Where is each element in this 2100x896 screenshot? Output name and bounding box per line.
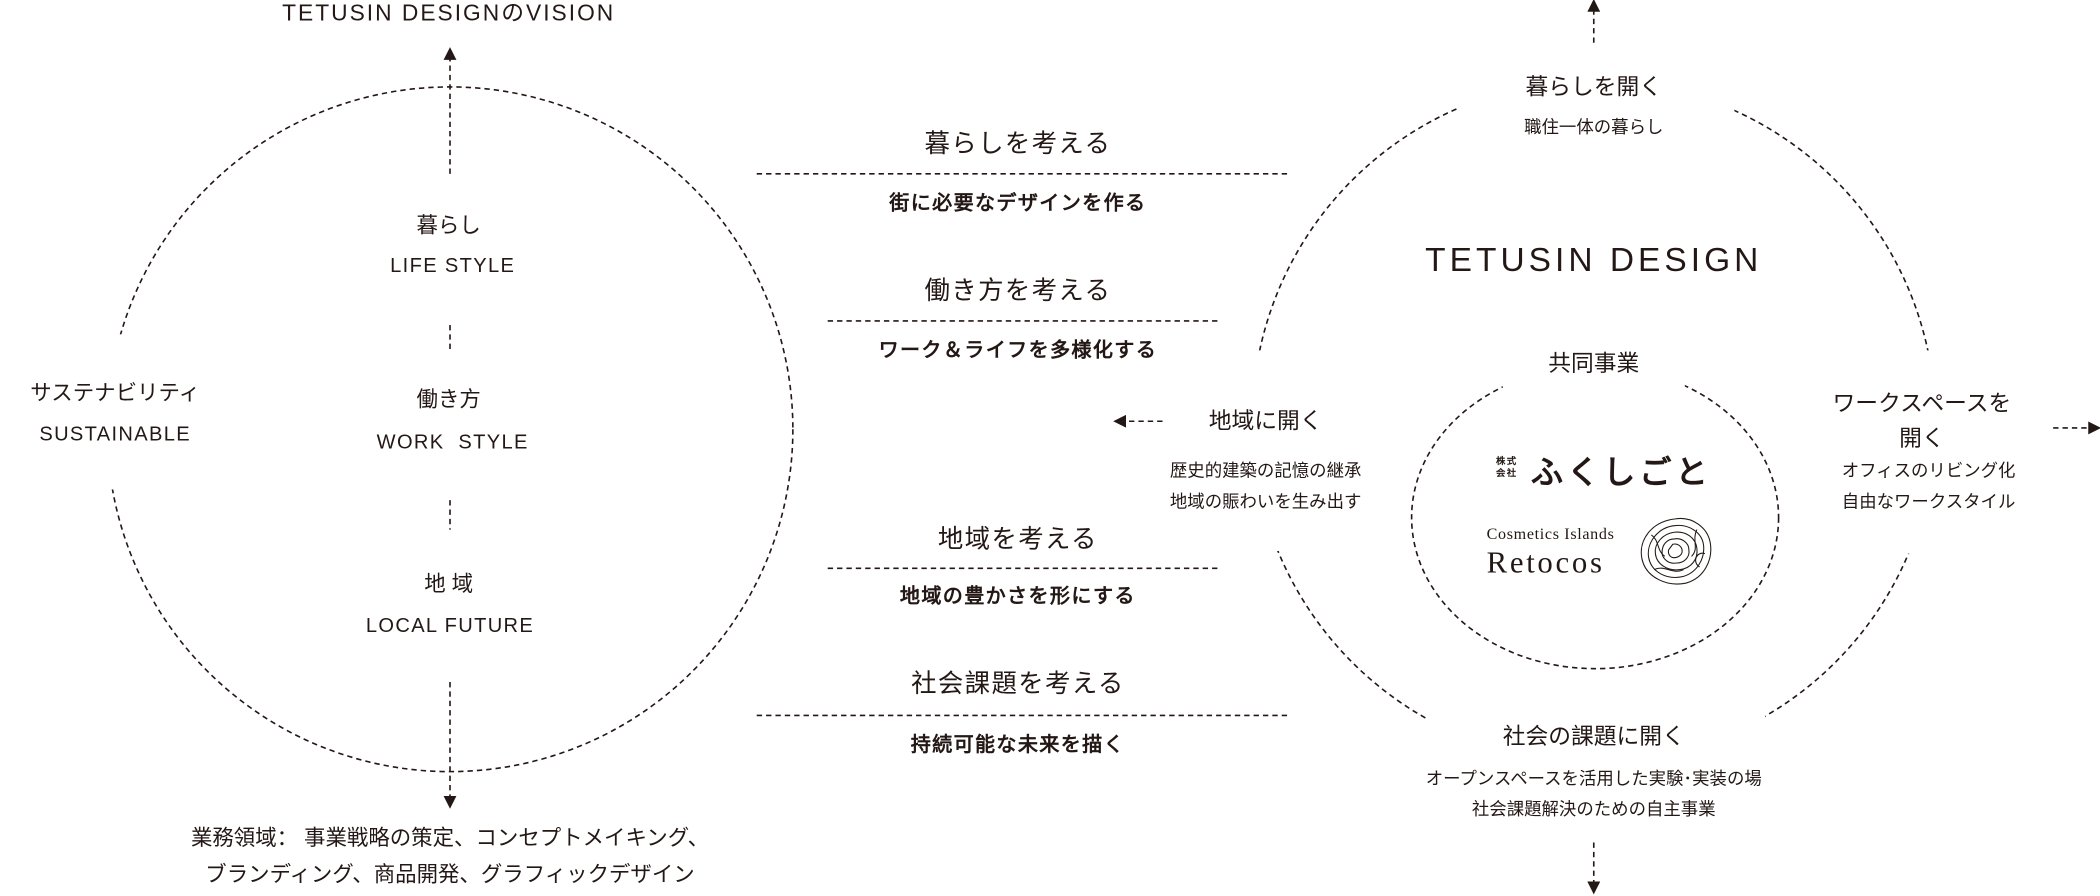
open-work-heading2: 開く <box>1899 425 1945 452</box>
retocos-name: Retocos <box>1486 545 1605 580</box>
life-label-jp: 暮らし <box>416 215 481 239</box>
open-local-sub2: 地域の賑わいを生み出す <box>1169 491 1362 512</box>
theme-heading: 地域を考える <box>937 526 1098 555</box>
fukushigoto-logo: 株式 会社 ふくしごと <box>1496 445 1712 492</box>
local-label-en: LOCAL FUTURE <box>365 614 535 638</box>
joint-label: 共同事業 <box>1548 351 1640 377</box>
joint-circle <box>1410 365 1780 670</box>
open-life-heading: 暮らしを開く <box>1525 74 1663 100</box>
vision-title: TETUSIN DESIGNのVISION <box>282 0 616 27</box>
theme-heading: 暮らしを考える <box>924 130 1112 159</box>
open-local-sub1: 歴史的建築の記憶の継承 <box>1169 460 1362 481</box>
fukushigoto-name: ふくしごと <box>1530 454 1712 491</box>
open-social-sub1: オープンスペースを活用した実験･実装の場 <box>1425 768 1762 789</box>
work-label-en: WORK STYLE <box>376 431 529 455</box>
theme-heading: 社会課題を考える <box>911 670 1125 699</box>
business-scope-line2: ブランディング、商品開発、グラフィックデザイン <box>205 863 695 887</box>
retocos-sub: Cosmetics Islands <box>1486 524 1615 543</box>
theme-sub: 街に必要なデザインを作る <box>889 191 1147 215</box>
open-work-sub1: オフィスのリビング化 <box>1841 460 2016 481</box>
open-social-heading: 社会の課題に開く <box>1502 724 1685 750</box>
design-title: TETUSIN DESIGN <box>1425 241 1763 279</box>
work-label-jp: 働き方 <box>416 389 481 412</box>
vision-circle <box>106 86 794 773</box>
business-scope-line1: 業務領域： 事業戦略の策定、コンセプトメイキング、 <box>190 827 710 851</box>
theme-sub: 地域の豊かさを形にする <box>899 585 1136 608</box>
sustain-label-jp: サステナビリティ <box>30 382 201 406</box>
open-work-heading1: ワークスペースを <box>1832 391 2012 417</box>
sustain-label-en: SUSTAINABLE <box>39 423 192 446</box>
theme-sub: 持続可能な未来を描く <box>910 733 1126 757</box>
logo-prefix: 会社 <box>1495 468 1518 479</box>
theme-heading: 働き方を考える <box>924 277 1112 306</box>
local-label-jp: 地 域 <box>424 573 474 597</box>
open-local-heading: 地域に開く <box>1208 408 1323 434</box>
life-label-en: LIFE STYLE <box>390 254 516 278</box>
open-work-sub2: 自由なワークスタイル <box>1841 491 2016 512</box>
retocos-logo: Cosmetics Islands Retocos <box>1487 524 1615 580</box>
rose-icon <box>1640 517 1712 585</box>
open-social-sub2: 社会課題解決のための自主事業 <box>1471 799 1716 820</box>
design-circle <box>1251 79 1937 764</box>
theme-sub: ワーク＆ライフを多様化する <box>878 339 1158 362</box>
open-life-sub: 職住一体の暮らし <box>1524 117 1664 138</box>
logo-prefix: 株式 <box>1495 457 1518 467</box>
